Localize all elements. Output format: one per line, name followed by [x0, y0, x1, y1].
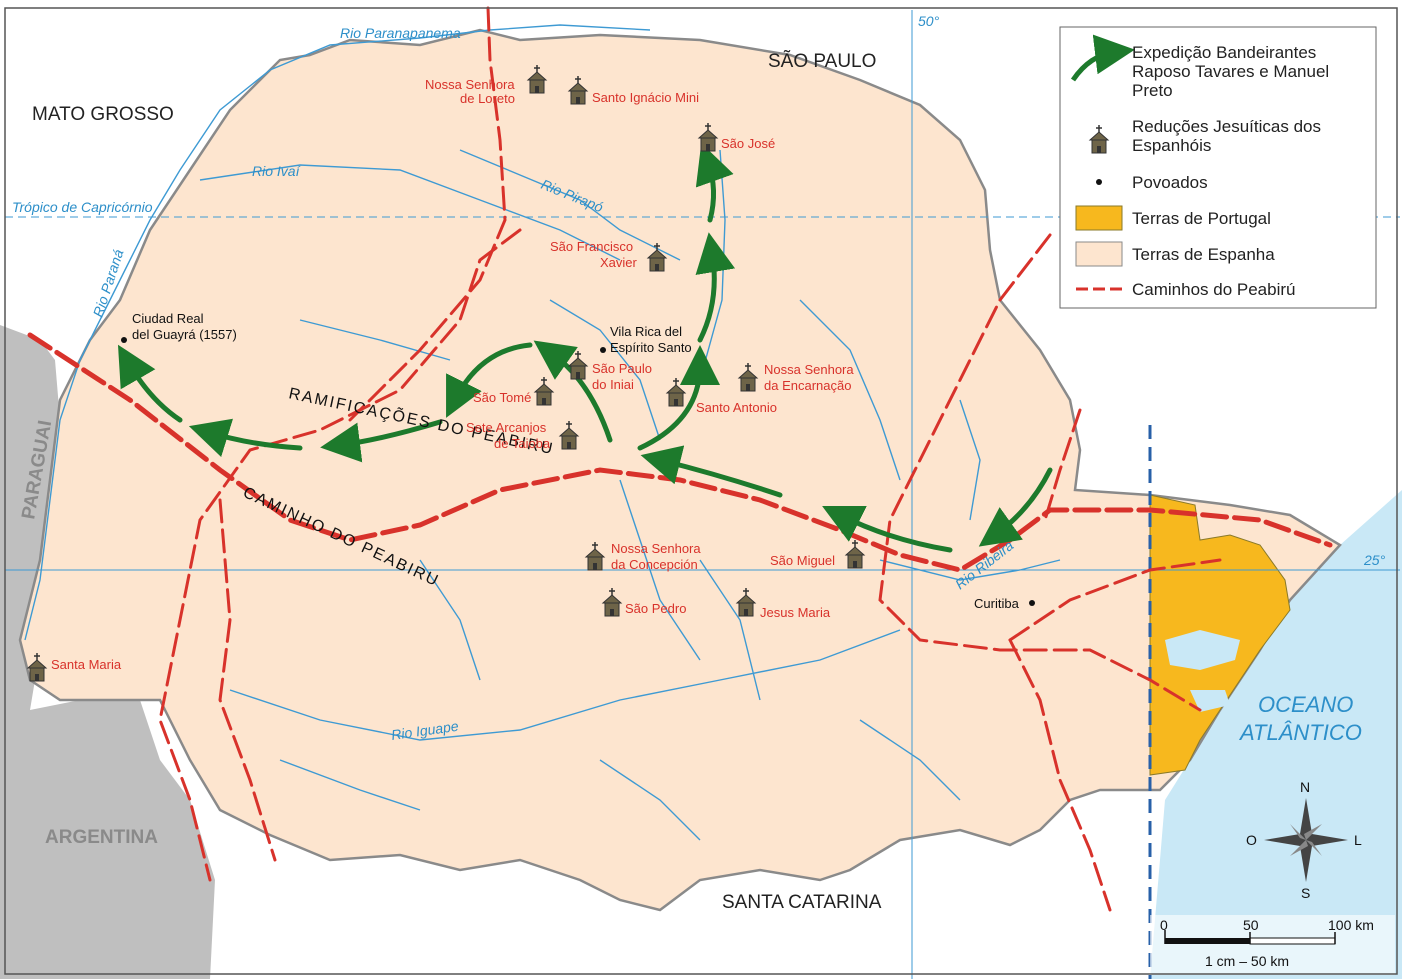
- svg-text:de Loreto: de Loreto: [460, 91, 515, 106]
- svg-text:da Concepción: da Concepción: [611, 557, 698, 572]
- label-mato-grosso: MATO GROSSO: [32, 104, 174, 125]
- svg-text:Curitiba: Curitiba: [974, 596, 1020, 611]
- svg-text:Espírito Santo: Espírito Santo: [610, 340, 692, 355]
- peabiru-paths: [27, 6, 1333, 912]
- svg-text:Nossa Senhora: Nossa Senhora: [611, 541, 701, 556]
- mato-grosso-area: [0, 0, 480, 340]
- svg-text:de Taioba: de Taioba: [494, 436, 551, 451]
- rivers: [24, 24, 1061, 841]
- legend: Expedição Bandeirantes Raposo Tavares e …: [1059, 26, 1377, 309]
- svg-text:1 cm – 50 km: 1 cm – 50 km: [1205, 953, 1289, 969]
- caminho-main: [27, 332, 1333, 573]
- svg-text:Ciudad Real: Ciudad Real: [132, 311, 204, 326]
- svg-text:Xavier: Xavier: [600, 255, 638, 270]
- svg-text:Povoados: Povoados: [1132, 173, 1208, 192]
- svg-text:São Paulo: São Paulo: [592, 361, 652, 376]
- expedition-arrows: [117, 143, 1053, 553]
- svg-text:do Iniai: do Iniai: [592, 377, 634, 392]
- legend-spain-swatch: [1075, 241, 1123, 267]
- tropic-label: Trópico de Capricórnio: [12, 199, 153, 215]
- svg-text:Raposo Tavares e Manuel: Raposo Tavares e Manuel: [1132, 62, 1329, 81]
- svg-text:Caminhos do Peabirú: Caminhos do Peabirú: [1132, 280, 1295, 299]
- svg-text:S: S: [1301, 885, 1310, 901]
- reduction-labels: Nossa Senhora de Loreto Santo Ignácio Mi…: [51, 77, 854, 672]
- svg-text:L: L: [1354, 832, 1362, 848]
- bay-water: [1165, 630, 1240, 670]
- svg-text:São Tomé: São Tomé: [473, 390, 531, 405]
- svg-text:Santo Ignácio Mini: Santo Ignácio Mini: [592, 90, 699, 105]
- svg-text:Vila Rica del: Vila Rica del: [610, 324, 682, 339]
- town-labels: Ciudad Real del Guayrá (1557) Vila Rica …: [132, 311, 1020, 611]
- svg-text:Preto: Preto: [1132, 81, 1173, 100]
- map-frame: [4, 7, 1398, 975]
- paraguay-argentina-area: [0, 325, 215, 979]
- svg-text:N: N: [1300, 779, 1310, 795]
- ocean-label-1: OCEANO: [1258, 692, 1353, 717]
- svg-text:São Francisco: São Francisco: [550, 239, 633, 254]
- legend-portugal-swatch: [1075, 205, 1123, 231]
- svg-text:Santa Maria: Santa Maria: [51, 657, 122, 672]
- svg-text:Nossa Senhora: Nossa Senhora: [425, 77, 515, 92]
- town-markers: [121, 337, 1035, 606]
- label-sao-paulo: SÃO PAULO: [768, 50, 876, 72]
- svg-text:Sete Arcanjos: Sete Arcanjos: [466, 420, 547, 435]
- scale-bar: 0 50 100 km 1 cm – 50 km: [1150, 915, 1395, 975]
- svg-text:O: O: [1246, 832, 1257, 848]
- ocean: [1150, 490, 1402, 979]
- svg-text:del Guayrá (1557): del Guayrá (1557): [132, 327, 237, 342]
- svg-text:Reduções Jesuíticas dos: Reduções Jesuíticas dos: [1132, 117, 1321, 136]
- svg-text:Nossa Senhora: Nossa Senhora: [764, 362, 854, 377]
- bay-water-2: [1190, 690, 1230, 712]
- lat25-label: 25°: [1363, 552, 1386, 568]
- svg-text:Espanhóis: Espanhóis: [1132, 136, 1211, 155]
- svg-text:Santo Antonio: Santo Antonio: [696, 400, 777, 415]
- svg-text:Jesus Maria: Jesus Maria: [760, 605, 831, 620]
- legend-arrow: [1070, 34, 1135, 82]
- river-ivai: Rio Ivaí: [252, 163, 302, 179]
- lon50-label: 50°: [918, 13, 940, 29]
- svg-text:50: 50: [1243, 917, 1259, 933]
- compass-rose: N S L O: [1246, 779, 1362, 901]
- svg-text:da Encarnação: da Encarnação: [764, 378, 851, 393]
- svg-text:São Miguel: São Miguel: [770, 553, 835, 568]
- svg-text:São Pedro: São Pedro: [625, 601, 686, 616]
- legend-dot-icon: [1096, 179, 1102, 185]
- label-santa-catarina: SANTA CATARINA: [722, 892, 882, 913]
- svg-text:Terras de Portugal: Terras de Portugal: [1132, 209, 1271, 228]
- svg-text:100 km: 100 km: [1328, 917, 1374, 933]
- svg-text:0: 0: [1160, 917, 1168, 933]
- ocean-label-2: ATLÂNTICO: [1238, 720, 1362, 745]
- label-argentina: ARGENTINA: [45, 827, 158, 848]
- svg-text:Expedição Bandeirantes: Expedição Bandeirantes: [1132, 43, 1316, 62]
- svg-text:São José: São José: [721, 136, 775, 151]
- svg-text:Terras de Espanha: Terras de Espanha: [1132, 245, 1275, 264]
- river-paranapanema: Rio Paranapanema: [340, 25, 461, 41]
